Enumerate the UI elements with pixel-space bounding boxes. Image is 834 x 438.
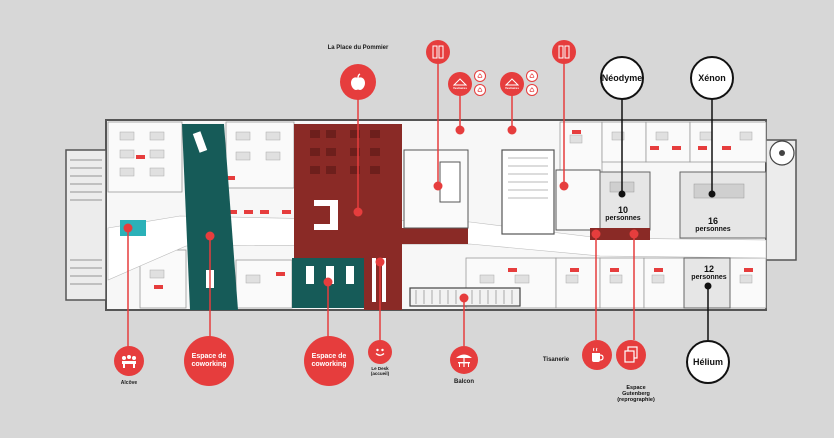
smiley-icon <box>375 348 385 356</box>
locker-icon <box>432 45 444 59</box>
gutenberg-label: Espace Gutenberg (reprographie) <box>608 385 664 403</box>
xenon-capacity: 16 personnes <box>688 216 738 234</box>
capacity-number: 10 <box>617 205 628 215</box>
recycling-bins-icon: ♺ <box>477 73 483 80</box>
capacity-unit: personnes <box>691 274 727 282</box>
vestiaires-label: Vestiaires <box>452 86 467 90</box>
place-pommier-callout[interactable] <box>340 64 376 100</box>
desk-label: Le Desk (accueil) <box>358 366 402 376</box>
coworking-1-callout[interactable]: Espace de coworking <box>184 336 234 386</box>
helium-callout[interactable]: Hélium <box>686 340 730 384</box>
alcove-callout[interactable] <box>114 346 144 376</box>
coat-hanger-icon <box>453 78 467 86</box>
capacity-unit: personnes <box>695 226 731 234</box>
gutenberg-line3: (reprographie) <box>617 396 655 403</box>
office-room <box>559 121 603 173</box>
left-stairwell <box>65 149 107 301</box>
desk-label-line2: (accueil) <box>370 370 390 376</box>
capacity-number: 12 <box>703 264 714 274</box>
room-neodyme <box>599 171 651 231</box>
recycling-bins-icon: ♺ <box>477 87 483 94</box>
coworking-2-callout[interactable]: Espace de coworking <box>304 336 354 386</box>
office-room <box>689 121 767 163</box>
coat-hanger-icon <box>505 78 519 86</box>
neodyme-label: Néodyme <box>601 73 643 83</box>
xenon-callout[interactable]: Xénon <box>690 56 734 100</box>
gutenberg-line2: Gutenberg <box>622 390 650 397</box>
desk-label-line1: Le Desk <box>371 366 389 371</box>
vestiaires-callout-2[interactable]: Vestiaires <box>500 72 524 96</box>
parasol-table-icon <box>456 354 472 367</box>
helium-capacity: 12 personnes <box>684 264 734 282</box>
locker-icon <box>558 45 570 59</box>
balcon-label: Balcon <box>453 379 474 385</box>
place-pommier-label: La Place du Pommier <box>327 45 389 51</box>
balcon-callout[interactable] <box>450 346 478 374</box>
coworking-zone-1 <box>182 124 238 310</box>
coworking-2-label: Espace de coworking <box>311 353 347 368</box>
room-xenon <box>679 171 767 239</box>
neodyme-capacity: 10 personnes <box>598 205 648 223</box>
office-room <box>235 259 293 309</box>
gutenberg-line1: Espace <box>626 385 646 391</box>
recycling-callout-3[interactable]: ♺ <box>526 70 538 82</box>
helium-label: Hélium <box>692 357 723 367</box>
recycling-callout-2[interactable]: ♺ <box>474 84 486 96</box>
lockers-callout-1[interactable] <box>426 40 450 64</box>
place-du-pommier-zone <box>294 124 468 310</box>
office-room <box>601 121 647 163</box>
group-meeting-icon <box>122 355 136 368</box>
central-stairwell <box>501 149 555 235</box>
mug-icon <box>592 347 604 362</box>
capacity-number: 16 <box>707 216 718 226</box>
xenon-label: Xénon <box>698 73 726 83</box>
lockers-callout-2[interactable] <box>552 40 576 64</box>
tisanerie-label: Tisanerie <box>542 357 570 363</box>
vestiaires-label: Vestiaires <box>504 86 519 90</box>
desk-callout[interactable] <box>368 340 392 364</box>
alcove-label: Alcôve <box>120 380 138 386</box>
recycling-callout-1[interactable]: ♺ <box>474 70 486 82</box>
apple-icon <box>351 73 365 90</box>
recycling-bins-icon: ♺ <box>529 87 535 94</box>
printer-pages-icon <box>624 346 638 363</box>
office-room <box>645 121 691 163</box>
recycling-bins-icon: ♺ <box>529 73 535 80</box>
gutenberg-callout[interactable] <box>616 340 646 370</box>
capacity-unit: personnes <box>605 215 641 223</box>
recycling-callout-4[interactable]: ♺ <box>526 84 538 96</box>
neodyme-callout[interactable]: Néodyme <box>600 56 644 100</box>
vestiaires-callout-1[interactable]: Vestiaires <box>448 72 472 96</box>
coworking-1-label: Espace de coworking <box>191 353 227 368</box>
tisanerie-callout[interactable] <box>582 340 612 370</box>
